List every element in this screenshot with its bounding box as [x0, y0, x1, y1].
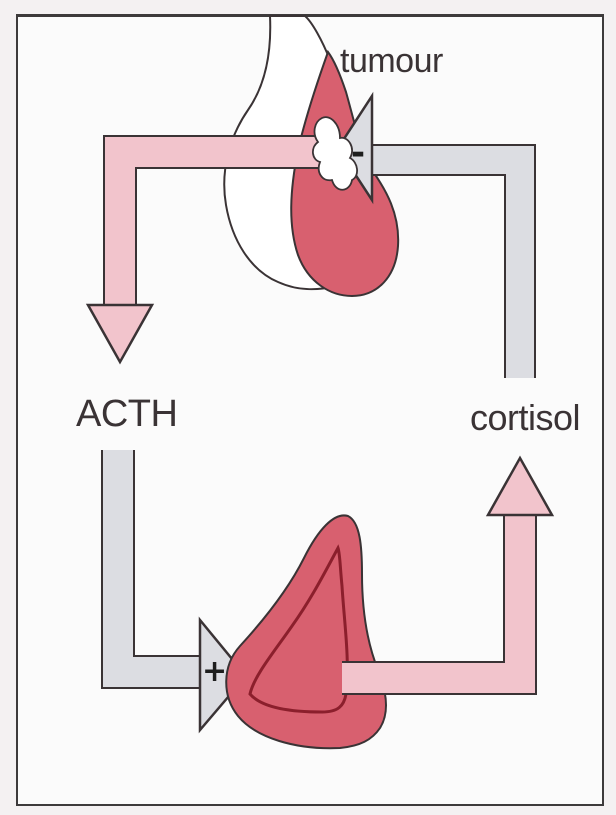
acth-arrowhead	[88, 305, 152, 362]
cortisol-label: cortisol	[470, 400, 580, 436]
cortisol-arrowhead	[488, 458, 552, 515]
acth-label: ACTH	[76, 395, 177, 433]
adrenal-gland	[226, 515, 386, 748]
tumour-label: tumour	[340, 44, 443, 78]
inhibition-sign: -	[351, 136, 365, 170]
stimulation-sign: +	[202, 657, 227, 687]
